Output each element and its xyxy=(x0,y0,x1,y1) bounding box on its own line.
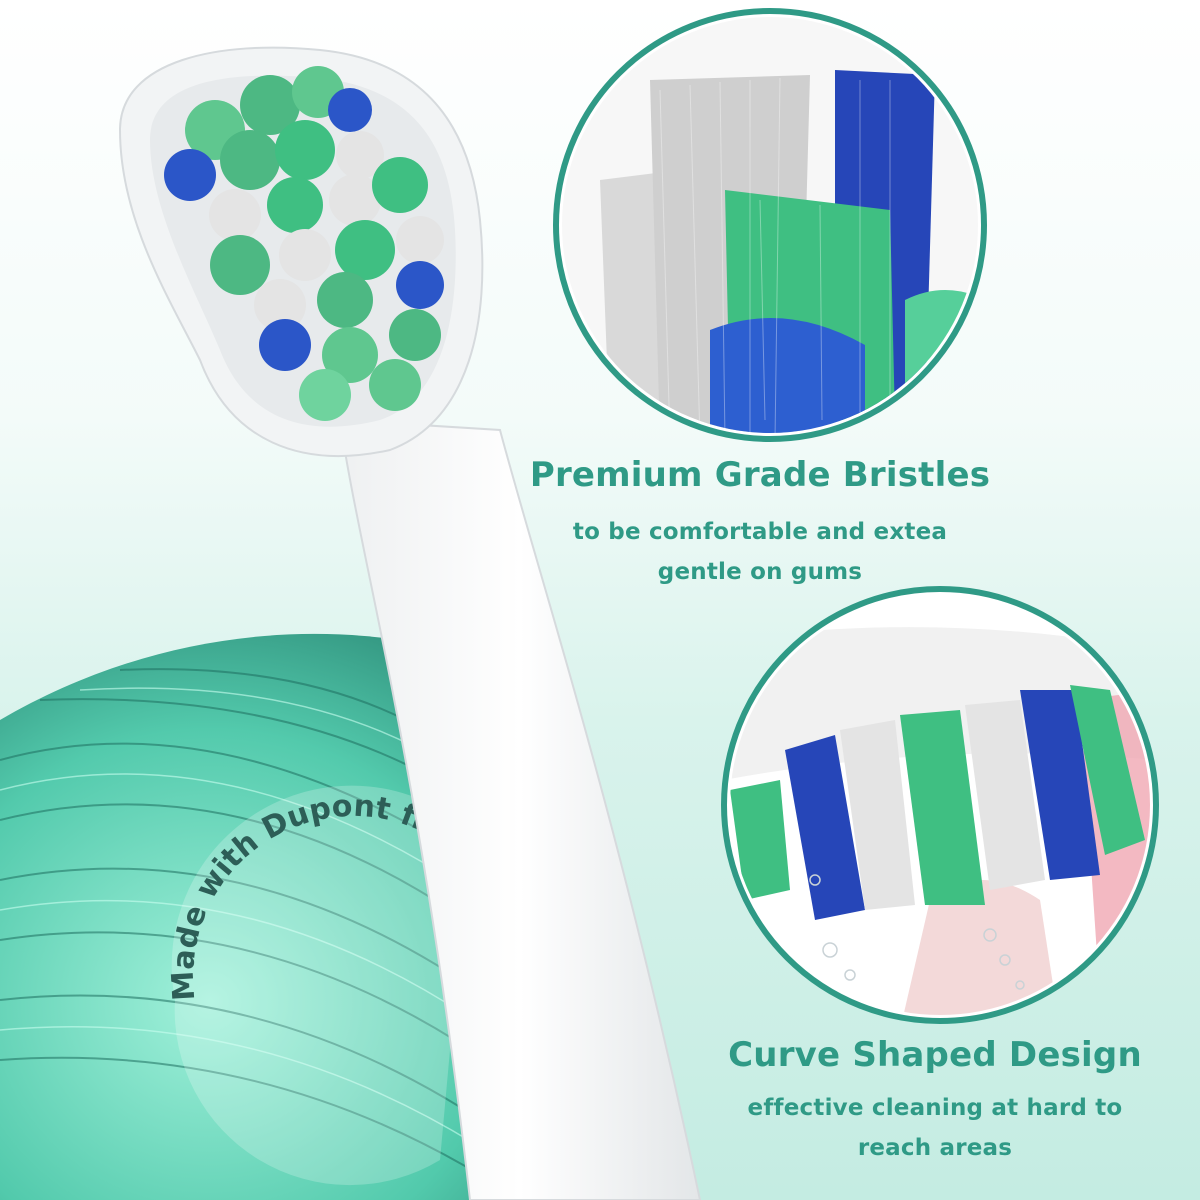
feature-title: Premium Grade Bristles xyxy=(529,455,991,495)
bristle-closeup-circle xyxy=(553,8,987,442)
feature-description: effective cleaning at hard to reach area… xyxy=(700,1088,1170,1168)
toothbrush-head xyxy=(118,46,702,1200)
bristle-tufts xyxy=(164,66,444,421)
feature-description-line: gentle on gums xyxy=(657,559,863,585)
feature-title: Curve Shaped Design xyxy=(728,1035,1142,1075)
feature-description-line: effective cleaning at hard to xyxy=(747,1095,1123,1121)
feature-description: to be comfortable and extea gentle on gu… xyxy=(540,512,980,592)
feature-description-line: to be comfortable and extea xyxy=(572,519,948,545)
curve-design-circle xyxy=(721,586,1159,1024)
feature-description-line: reach areas xyxy=(857,1135,1013,1161)
